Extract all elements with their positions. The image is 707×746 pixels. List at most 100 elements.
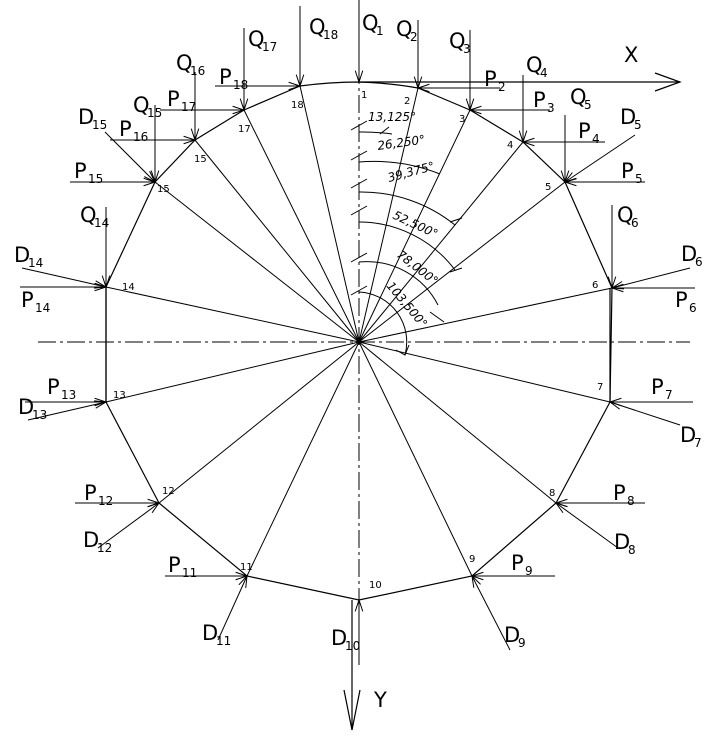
point-label-1: 1 [361,90,367,101]
load-p17-subscript: 17 [181,100,196,114]
load-d8-letter: D [614,530,630,554]
load-d13-subscript: 13 [32,408,47,422]
point-label-7: 7 [597,382,603,393]
point-label-16: 15 [194,154,207,165]
angle-label-1: 13,125° [368,110,416,124]
load-q5-subscript: 5 [584,98,592,112]
arrowhead-30 [554,502,568,514]
load-q15-letter: Q [133,93,150,117]
arrowhead-37 [144,171,157,184]
load-p8-subscript: 8 [627,494,635,508]
load-q3-letter: Q [449,29,466,53]
load-d13-letter: D [18,395,34,419]
arrowhead-25 [232,105,246,115]
load-q18-letter: Q [309,15,326,39]
load-q14-subscript: 14 [94,216,109,230]
load-p14-letter: P [21,288,34,312]
load-q6-letter: Q [617,203,634,227]
arrowhead-11 [416,83,430,93]
load-d5-letter: D [620,105,636,129]
load-p16-letter: P [119,117,132,141]
arrowhead-34 [147,502,161,514]
arrowhead-35 [94,400,108,409]
load-d10-subscript: 10 [345,639,360,653]
load-p9-letter: P [511,551,524,575]
point-label-5: 5 [545,182,551,193]
arrowhead-0 [354,70,364,84]
point-label-9: 9 [469,554,475,565]
load-d14-letter: D [14,243,30,267]
load-q15-subscript: 15 [147,106,162,120]
load-q1-subscript: 1 [376,24,384,38]
load-q17-letter: Q [248,27,265,51]
point-label-8: 8 [549,488,555,499]
load-q4-subscript: 4 [540,66,548,80]
load-p2-letter: P [484,67,497,91]
load-d15-subscript: 15 [92,118,107,132]
load-q5-letter: Q [570,85,587,109]
y-axis-label: Y [373,688,387,712]
point-label-10: 10 [369,580,382,591]
load-p5-letter: P [621,159,634,183]
load-d12-letter: D [83,528,99,552]
load-p7-subscript: 7 [665,388,673,402]
load-d10-letter: D [331,626,347,650]
x-axis-arrowhead [654,72,682,92]
load-d6-subscript: 6 [695,255,703,269]
point-label-14: 14 [122,282,135,293]
angle-dimensions [350,120,463,356]
load-p15-subscript: 15 [88,172,103,186]
load-p14-subscript: 14 [35,301,50,315]
radial-lines [105,85,613,577]
angle-label-5: 78,000° [394,247,440,288]
arrowhead-12 [468,105,482,115]
load-p17-letter: P [167,87,180,111]
point-label-6: 6 [592,280,598,291]
arrowhead-13 [521,137,535,147]
load-p3-letter: P [533,88,546,112]
load-p11-subscript: 11 [182,566,197,580]
y-axis-arrowhead [343,689,361,731]
load-d14-subscript: 14 [28,256,43,270]
load-q18-subscript: 18 [323,28,338,42]
load-p7-letter: P [651,375,664,399]
arrowhead-28 [610,281,625,290]
load-p12-subscript: 12 [98,494,113,508]
load-p6-subscript: 6 [689,301,697,315]
load-d15-letter: D [78,105,94,129]
load-d7-letter: D [680,423,696,447]
load-d7-subscript: 7 [694,436,702,450]
load-arrows [20,0,695,665]
load-p3-subscript: 3 [547,101,555,115]
arrowhead-31 [471,574,481,588]
load-q16-subscript: 16 [190,64,205,78]
load-d6-letter: D [681,242,697,266]
load-p16-subscript: 16 [133,130,148,144]
point-label-2: 2 [404,96,410,107]
point-label-4: 4 [507,140,513,151]
x-axis-label: X [624,43,638,67]
point-label-15: 15 [157,184,170,195]
load-p13-subscript: 13 [61,388,76,402]
load-p9-subscript: 9 [525,564,533,578]
load-q2-subscript: 2 [410,30,418,44]
point-label-18: 18 [291,100,304,111]
load-p5-subscript: 5 [635,172,643,186]
point-label-17: 17 [238,124,251,135]
load-q2-letter: Q [396,17,413,41]
arrowhead-33 [238,574,248,588]
load-d5-subscript: 5 [634,118,642,132]
load-q16-letter: Q [176,51,193,75]
load-p6-letter: P [675,288,688,312]
load-d12-subscript: 12 [97,541,112,555]
point-label-11: 11 [240,562,253,573]
load-q4-letter: Q [526,53,543,77]
load-p8-letter: P [613,481,626,505]
load-p15-letter: P [74,159,87,183]
arrowhead-26 [288,81,302,91]
load-p18-letter: P [219,65,232,89]
load-d11-letter: D [202,621,218,645]
